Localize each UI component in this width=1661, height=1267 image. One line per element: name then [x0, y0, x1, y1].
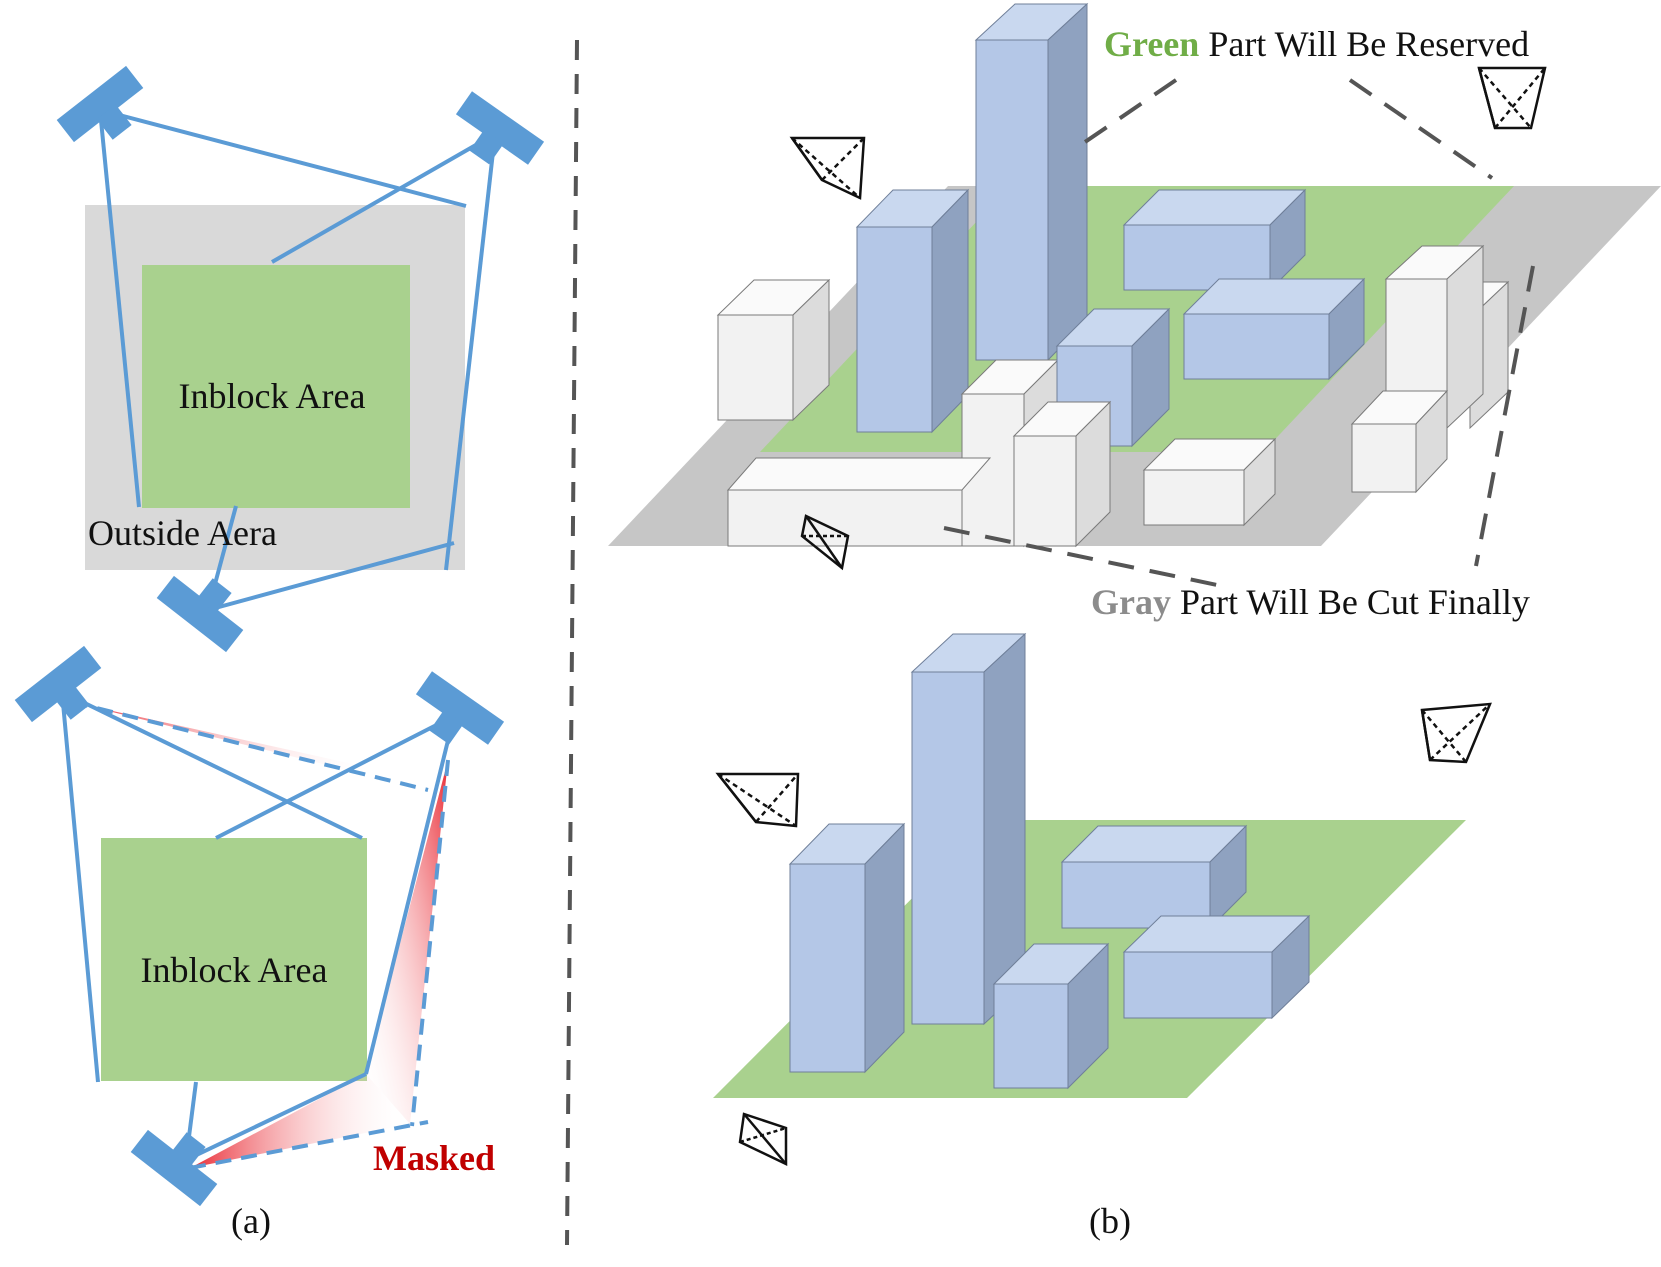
building-blue: [788, 822, 906, 1074]
inblock-area-label: Inblock Area: [179, 376, 366, 416]
building-white: [1142, 437, 1277, 527]
scene-after-cut: [713, 632, 1492, 1166]
cut-note-highlight: Gray: [1091, 582, 1171, 622]
cut-note-text: Part Will Be Cut Finally: [1171, 582, 1530, 622]
camera-frustum-icon: [715, 772, 800, 828]
camera-icon: [455, 91, 545, 165]
building-blue: [1182, 277, 1366, 381]
panel-b-caption: (b): [1089, 1201, 1131, 1241]
inblock-area-region: [101, 838, 367, 1081]
camera-frustum-icon: [1477, 66, 1547, 130]
masked-region: [366, 760, 448, 1124]
camera-rays: [60, 690, 456, 1162]
reserved-note: Green Part Will Be Reserved: [1104, 24, 1529, 64]
reserved-note-text: Part Will Be Reserved: [1199, 24, 1529, 64]
camera-icon: [56, 65, 144, 143]
panel-a-top: Inblock Area Outside Aera: [56, 65, 545, 653]
panel-a: Inblock Area Outside Aera: [14, 65, 545, 1241]
building-blue: [992, 942, 1110, 1090]
panel-a-caption: (a): [231, 1201, 271, 1241]
scene-before-cut: Green Part Will Be Reserved Gray Part Wi…: [608, 2, 1661, 622]
camera-icon: [156, 575, 244, 653]
building-blue: [855, 188, 970, 434]
inblock-area-label: Inblock Area: [141, 950, 328, 990]
building-blue: [1122, 188, 1307, 292]
camera-icon: [415, 671, 505, 745]
masked-ray-boundary: [71, 700, 450, 1170]
camera-icon: [130, 1129, 218, 1207]
camera-icon: [14, 645, 102, 723]
camera-frustum-icon: [1420, 702, 1492, 764]
outside-area-label: Outside Aera: [88, 513, 277, 553]
building-white: [1012, 400, 1112, 548]
panel-divider: [565, 39, 579, 1246]
camera-frustum-icon: [789, 136, 866, 200]
building-blue: [1060, 824, 1248, 930]
camera-frustum-icon: [800, 514, 850, 571]
cut-note: Gray Part Will Be Cut Finally: [1091, 582, 1530, 622]
building-white: [726, 457, 992, 547]
panel-b: Green Part Will Be Reserved Gray Part Wi…: [608, 2, 1661, 1241]
building-white: [716, 278, 831, 422]
camera-frustum-icon: [738, 1112, 788, 1166]
building-blue: [910, 632, 1027, 1026]
building-blue: [1122, 914, 1311, 1020]
inblock-area-region: [142, 265, 410, 508]
building-white: [1350, 389, 1449, 494]
masked-label: Masked: [373, 1138, 495, 1178]
masked-region: [190, 1074, 410, 1168]
panel-a-bottom: Inblock Area Masked: [14, 645, 505, 1207]
building-blue: [974, 2, 1089, 362]
leader-lines: [943, 78, 1535, 588]
reserved-note-highlight: Green: [1104, 24, 1199, 64]
